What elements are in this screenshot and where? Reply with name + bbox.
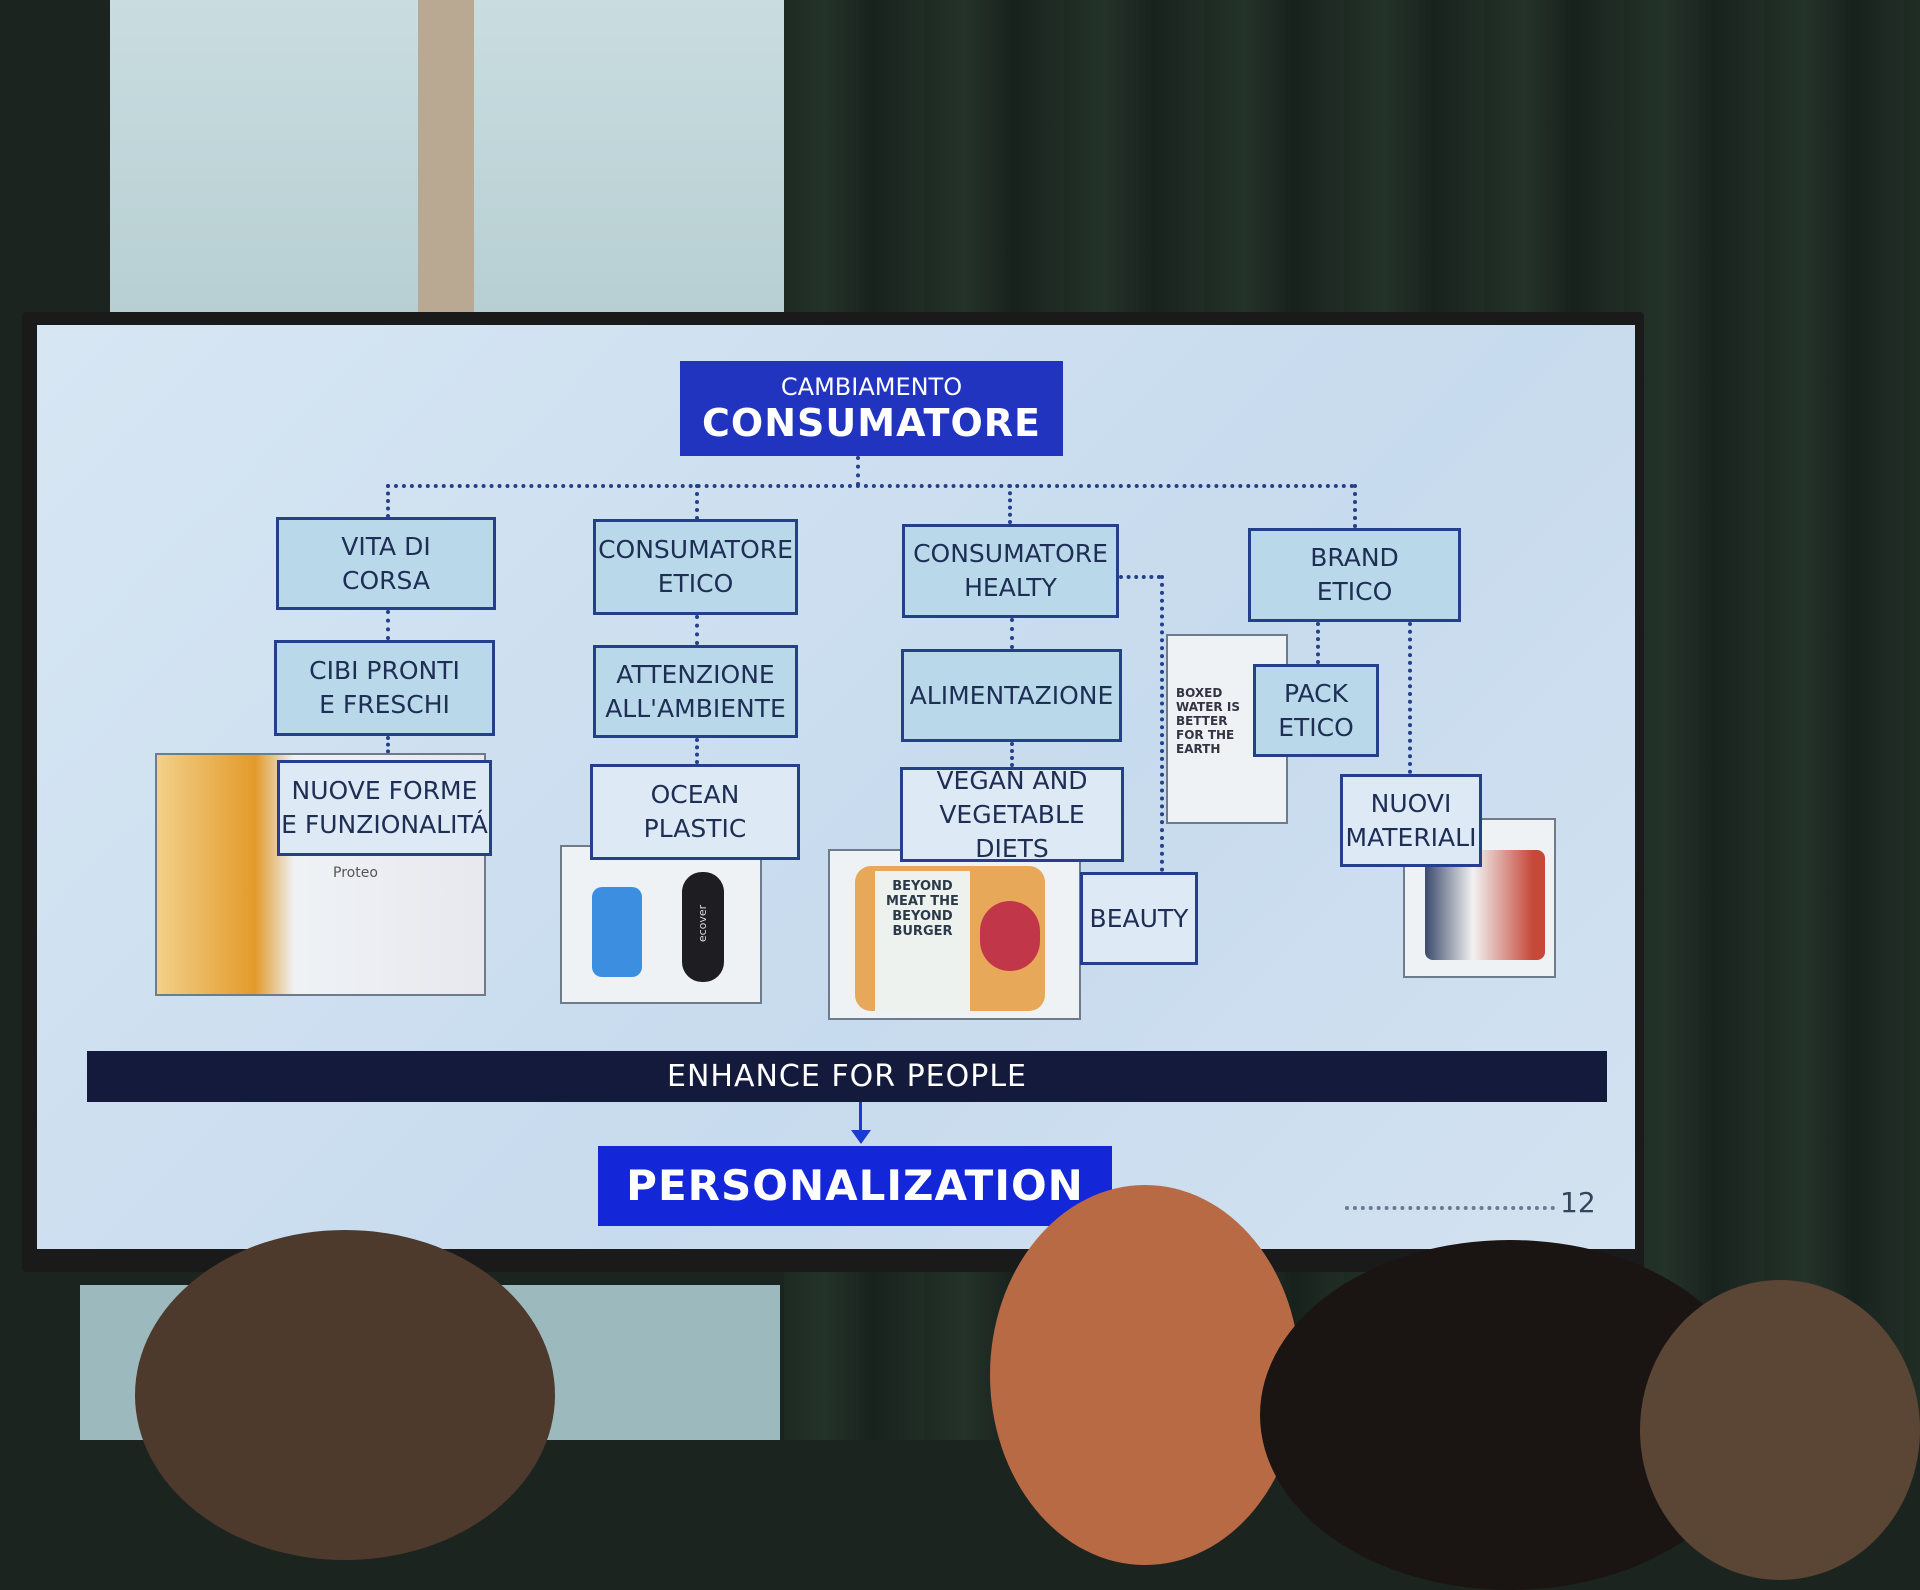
- black-bottle: [682, 872, 724, 982]
- image-label: BOXED WATER IS BETTER FOR THE EARTH: [1176, 686, 1240, 756]
- box-nuovi-materiali: NUOVI MATERIALI: [1340, 774, 1482, 867]
- box-cibi-pronti: CIBI PRONTI E FRESCHI: [274, 640, 495, 736]
- title-big: CONSUMATORE: [702, 400, 1041, 445]
- connector: [386, 610, 390, 640]
- connector: [1353, 484, 1357, 528]
- enhance-bar: ENHANCE FOR PEOPLE: [87, 1051, 1607, 1102]
- box-ocean-plastic: OCEAN PLASTIC: [590, 764, 800, 860]
- connector: [1010, 742, 1014, 767]
- connector: [695, 615, 699, 645]
- connector: [1119, 575, 1161, 579]
- connector: [386, 484, 1355, 488]
- blue-pouch: [592, 887, 642, 977]
- connector: [386, 736, 390, 760]
- personalization-box: PERSONALIZATION: [598, 1146, 1112, 1226]
- connector: [856, 456, 860, 486]
- title-small: CAMBIAMENTO: [780, 372, 963, 401]
- package: [1425, 850, 1545, 960]
- connector: [1008, 484, 1012, 524]
- patty: [980, 901, 1040, 971]
- box-attenzione-ambiente: ATTENZIONE ALL'AMBIENTE: [593, 645, 798, 738]
- connector: [1010, 618, 1014, 649]
- arrow-down-icon: [851, 1130, 871, 1144]
- box-vegan: VEGAN AND VEGETABLE DIETS: [900, 766, 1124, 863]
- product-image-beyond-burger: BEYOND MEAT THE BEYOND BURGER: [828, 849, 1081, 1020]
- slide-title: CAMBIAMENTO CONSUMATORE: [680, 361, 1063, 456]
- arrow-line: [859, 1102, 862, 1134]
- connector: [386, 484, 390, 518]
- page-number: 12: [1560, 1186, 1596, 1219]
- connector: [1316, 622, 1320, 664]
- image-label: BEYOND MEAT THE BEYOND BURGER: [875, 871, 970, 1011]
- box-brand-etico: BRAND ETICO: [1248, 528, 1461, 622]
- box-vita-di-corsa: VITA DI CORSA: [276, 517, 496, 610]
- audience-head: [1640, 1280, 1920, 1580]
- box-pack-etico: PACK ETICO: [1253, 664, 1379, 757]
- product-image-ocean-plastic: ecover: [560, 845, 762, 1004]
- connector: [1408, 622, 1412, 774]
- box-beauty: BEAUTY: [1080, 872, 1198, 965]
- box-consumatore-etico: CONSUMATORE ETICO: [593, 519, 798, 615]
- box-consumatore-healty: CONSUMATORE HEALTY: [902, 524, 1119, 618]
- page-dots: [1345, 1206, 1555, 1210]
- box-nuove-forme: NUOVE FORME E FUNZIONALITÁ: [277, 760, 492, 856]
- connector: [695, 738, 699, 764]
- audience-head: [135, 1230, 555, 1560]
- window-frame: [418, 0, 474, 312]
- box-alimentazione: ALIMENTAZIONE: [901, 649, 1122, 742]
- audience-head-bald: [990, 1185, 1300, 1565]
- image-label: ecover: [696, 904, 710, 943]
- connector: [695, 484, 699, 520]
- image-label: Proteo: [333, 865, 378, 881]
- connector: [1160, 575, 1164, 872]
